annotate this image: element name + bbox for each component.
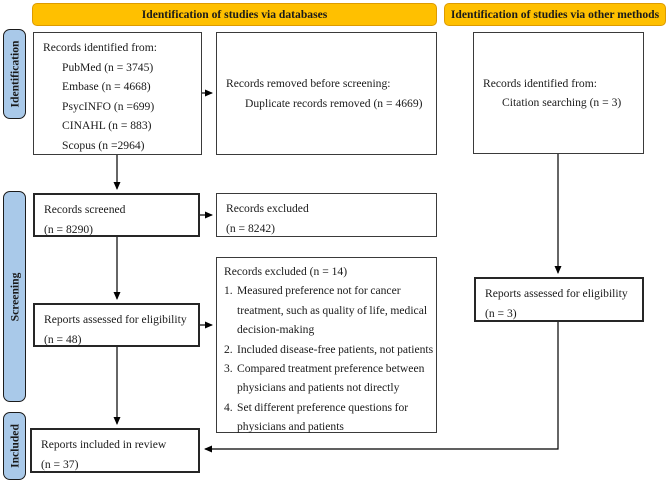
reports-included-label: Reports included in review [41, 438, 167, 451]
excluded-reason-3-number: 3. [224, 362, 233, 376]
excluded-reason-1: 1. Measured preference not for cancer tr… [224, 281, 435, 339]
box-records-excluded: Records excluded (n = 8242) [216, 193, 437, 237]
sidebar-stage-identification: Identification [3, 29, 26, 119]
sidebar-screening-label: Screening [8, 272, 21, 321]
records-screened-count: (n = 8290) [44, 222, 94, 236]
banner-identification-via-other-methods: Identification of studies via other meth… [444, 3, 666, 26]
box-records-screened: Records screened (n = 8290) [33, 193, 200, 237]
records-excluded-count: (n = 8242) [226, 221, 276, 235]
excluded-reason-2: 2. Included disease-free patients, not p… [224, 340, 435, 359]
excluded-reason-2-number: 2. [224, 342, 233, 356]
box-records-identified-other: Records identified from: Citation search… [473, 32, 644, 154]
sidebar-stage-included: Included [3, 412, 26, 480]
excluded-reason-4-text: Set different preference questions for p… [237, 400, 409, 434]
sidebar-included-label: Included [8, 424, 21, 468]
sidebar-stage-screening: Screening [3, 191, 26, 402]
banner-identification-via-databases: Identification of studies via databases [32, 3, 437, 26]
excluded-reason-1-text: Measured preference not for cancer treat… [237, 284, 428, 337]
db-source-cinahl: CINAHL (n = 883) [62, 119, 152, 132]
banner-databases-label: Identification of studies via databases [141, 8, 328, 21]
db-source-pubmed: PubMed (n = 3745) [62, 60, 154, 74]
excluded-reason-3-text: Compared treatment preference between ph… [237, 362, 425, 395]
box-records-removed-before-screening: Records removed before screening: Duplic… [216, 32, 437, 155]
reports-assessed-other-count: (n = 3) [485, 306, 517, 320]
box-records-excluded-reasons: Records excluded (n = 14) 1. Measured pr… [216, 257, 437, 433]
sidebar-identification-label: Identification [8, 40, 21, 108]
db-source-scopus: Scopus (n =2964) [62, 138, 145, 152]
excluded-reason-3: 3. Compared treatment preference between… [224, 359, 435, 398]
records-removed-title: Records removed before screening: [226, 77, 391, 90]
records-excluded-label: Records excluded [226, 202, 309, 215]
box-records-identified-databases: Records identified from: PubMed (n = 374… [33, 32, 202, 155]
reports-assessed-db-count: (n = 48) [44, 332, 82, 346]
box-reports-included: Reports included in review (n = 37) [30, 428, 200, 473]
excluded-reason-4: 4. Set different preference questions fo… [224, 398, 435, 437]
reports-assessed-db-label: Reports assessed for eligibility [44, 313, 187, 326]
citation-searching-count: Citation searching (n = 3) [502, 96, 622, 109]
records-identified-db-title: Records identified from: [43, 41, 157, 54]
box-reports-assessed-databases: Reports assessed for eligibility (n = 48… [33, 303, 200, 347]
excluded-reason-2-text: Included disease-free patients, not pati… [237, 342, 434, 356]
records-removed-duplicates: Duplicate records removed (n = 4669) [245, 96, 423, 110]
records-screened-label: Records screened [44, 203, 126, 216]
excluded-reasons-title: Records excluded (n = 14) [224, 265, 348, 278]
excluded-reason-4-number: 4. [224, 400, 233, 414]
banner-other-methods-label: Identification of studies via other meth… [450, 8, 660, 21]
db-source-psycinfo: PsycINFO (n =699) [62, 99, 155, 113]
reports-included-count: (n = 37) [41, 457, 79, 471]
reports-assessed-other-label: Reports assessed for eligibility [485, 287, 628, 300]
box-reports-assessed-other: Reports assessed for eligibility (n = 3) [474, 277, 644, 322]
records-identified-other-title: Records identified from: [483, 76, 597, 90]
db-source-embase: Embase (n = 4668) [62, 80, 151, 93]
excluded-reason-1-number: 1. [224, 284, 233, 298]
